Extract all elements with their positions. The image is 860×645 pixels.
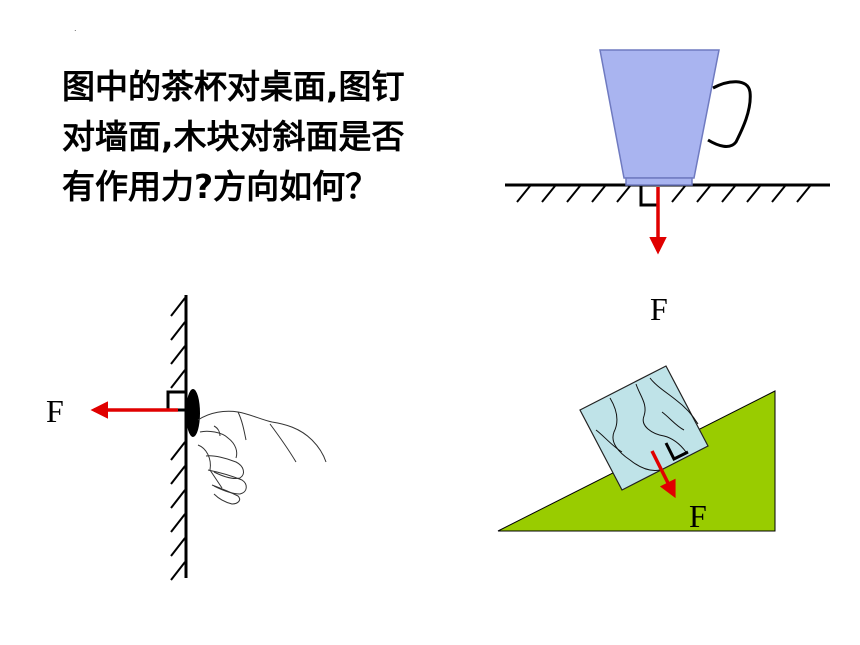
cup-diagram: F [505, 49, 830, 327]
cup-force-label: F [650, 291, 668, 327]
right-angle-mark [166, 390, 186, 410]
question-line-3: 有作用力?方向如何？ [62, 167, 379, 206]
question-line-2: 对墙面,木块对斜面是否 [62, 117, 405, 156]
hand [197, 410, 327, 505]
cup-handle [707, 80, 752, 148]
block-grain [595, 377, 699, 471]
stray-dot: . [74, 24, 77, 33]
question-line-1: 图中的茶杯对桌面,图钉 [62, 67, 405, 106]
cup-body [599, 49, 720, 179]
block-force-label: F [689, 498, 707, 534]
thumbtack-head [186, 389, 200, 437]
incline-diagram: F [497, 365, 776, 534]
pin-force-label: F [46, 393, 64, 429]
cup-base [625, 177, 693, 186]
block-force-arrow [650, 450, 676, 499]
right-angle-mark [639, 186, 658, 207]
right-angle-mark [664, 442, 689, 462]
question-text: 图中的茶杯对桌面,图钉 对墙面,木块对斜面是否 有作用力?方向如何？ [62, 62, 462, 212]
wall-hatching [170, 297, 186, 581]
pin-diagram: F [46, 295, 327, 581]
table-hatching [516, 185, 811, 203]
